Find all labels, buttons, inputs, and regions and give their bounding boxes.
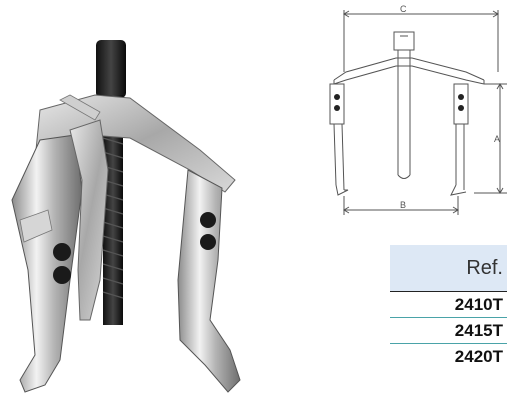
ref-header-label: Ref.: [466, 257, 503, 279]
left-arm: [11, 134, 83, 393]
reference-table: Ref. 2410T 2415T 2420T: [390, 245, 507, 369]
front-arm: [69, 119, 109, 321]
table-row: 2410T: [390, 292, 507, 318]
dimension-label-b: B: [400, 200, 406, 210]
right-arm: [177, 169, 241, 393]
table-row: 2415T: [390, 318, 507, 344]
ref-cell: 2410T: [454, 295, 503, 314]
ref-cell: 2420T: [454, 347, 503, 366]
ref-cell: 2415T: [454, 321, 503, 340]
dimension-drawing: C A B: [329, 4, 507, 215]
table-header: Ref.: [390, 245, 507, 292]
dimension-label-c: C: [400, 4, 407, 14]
puller-product-photo: [11, 40, 241, 393]
dimension-label-a: A: [494, 134, 500, 144]
table-row: 2420T: [390, 344, 507, 369]
